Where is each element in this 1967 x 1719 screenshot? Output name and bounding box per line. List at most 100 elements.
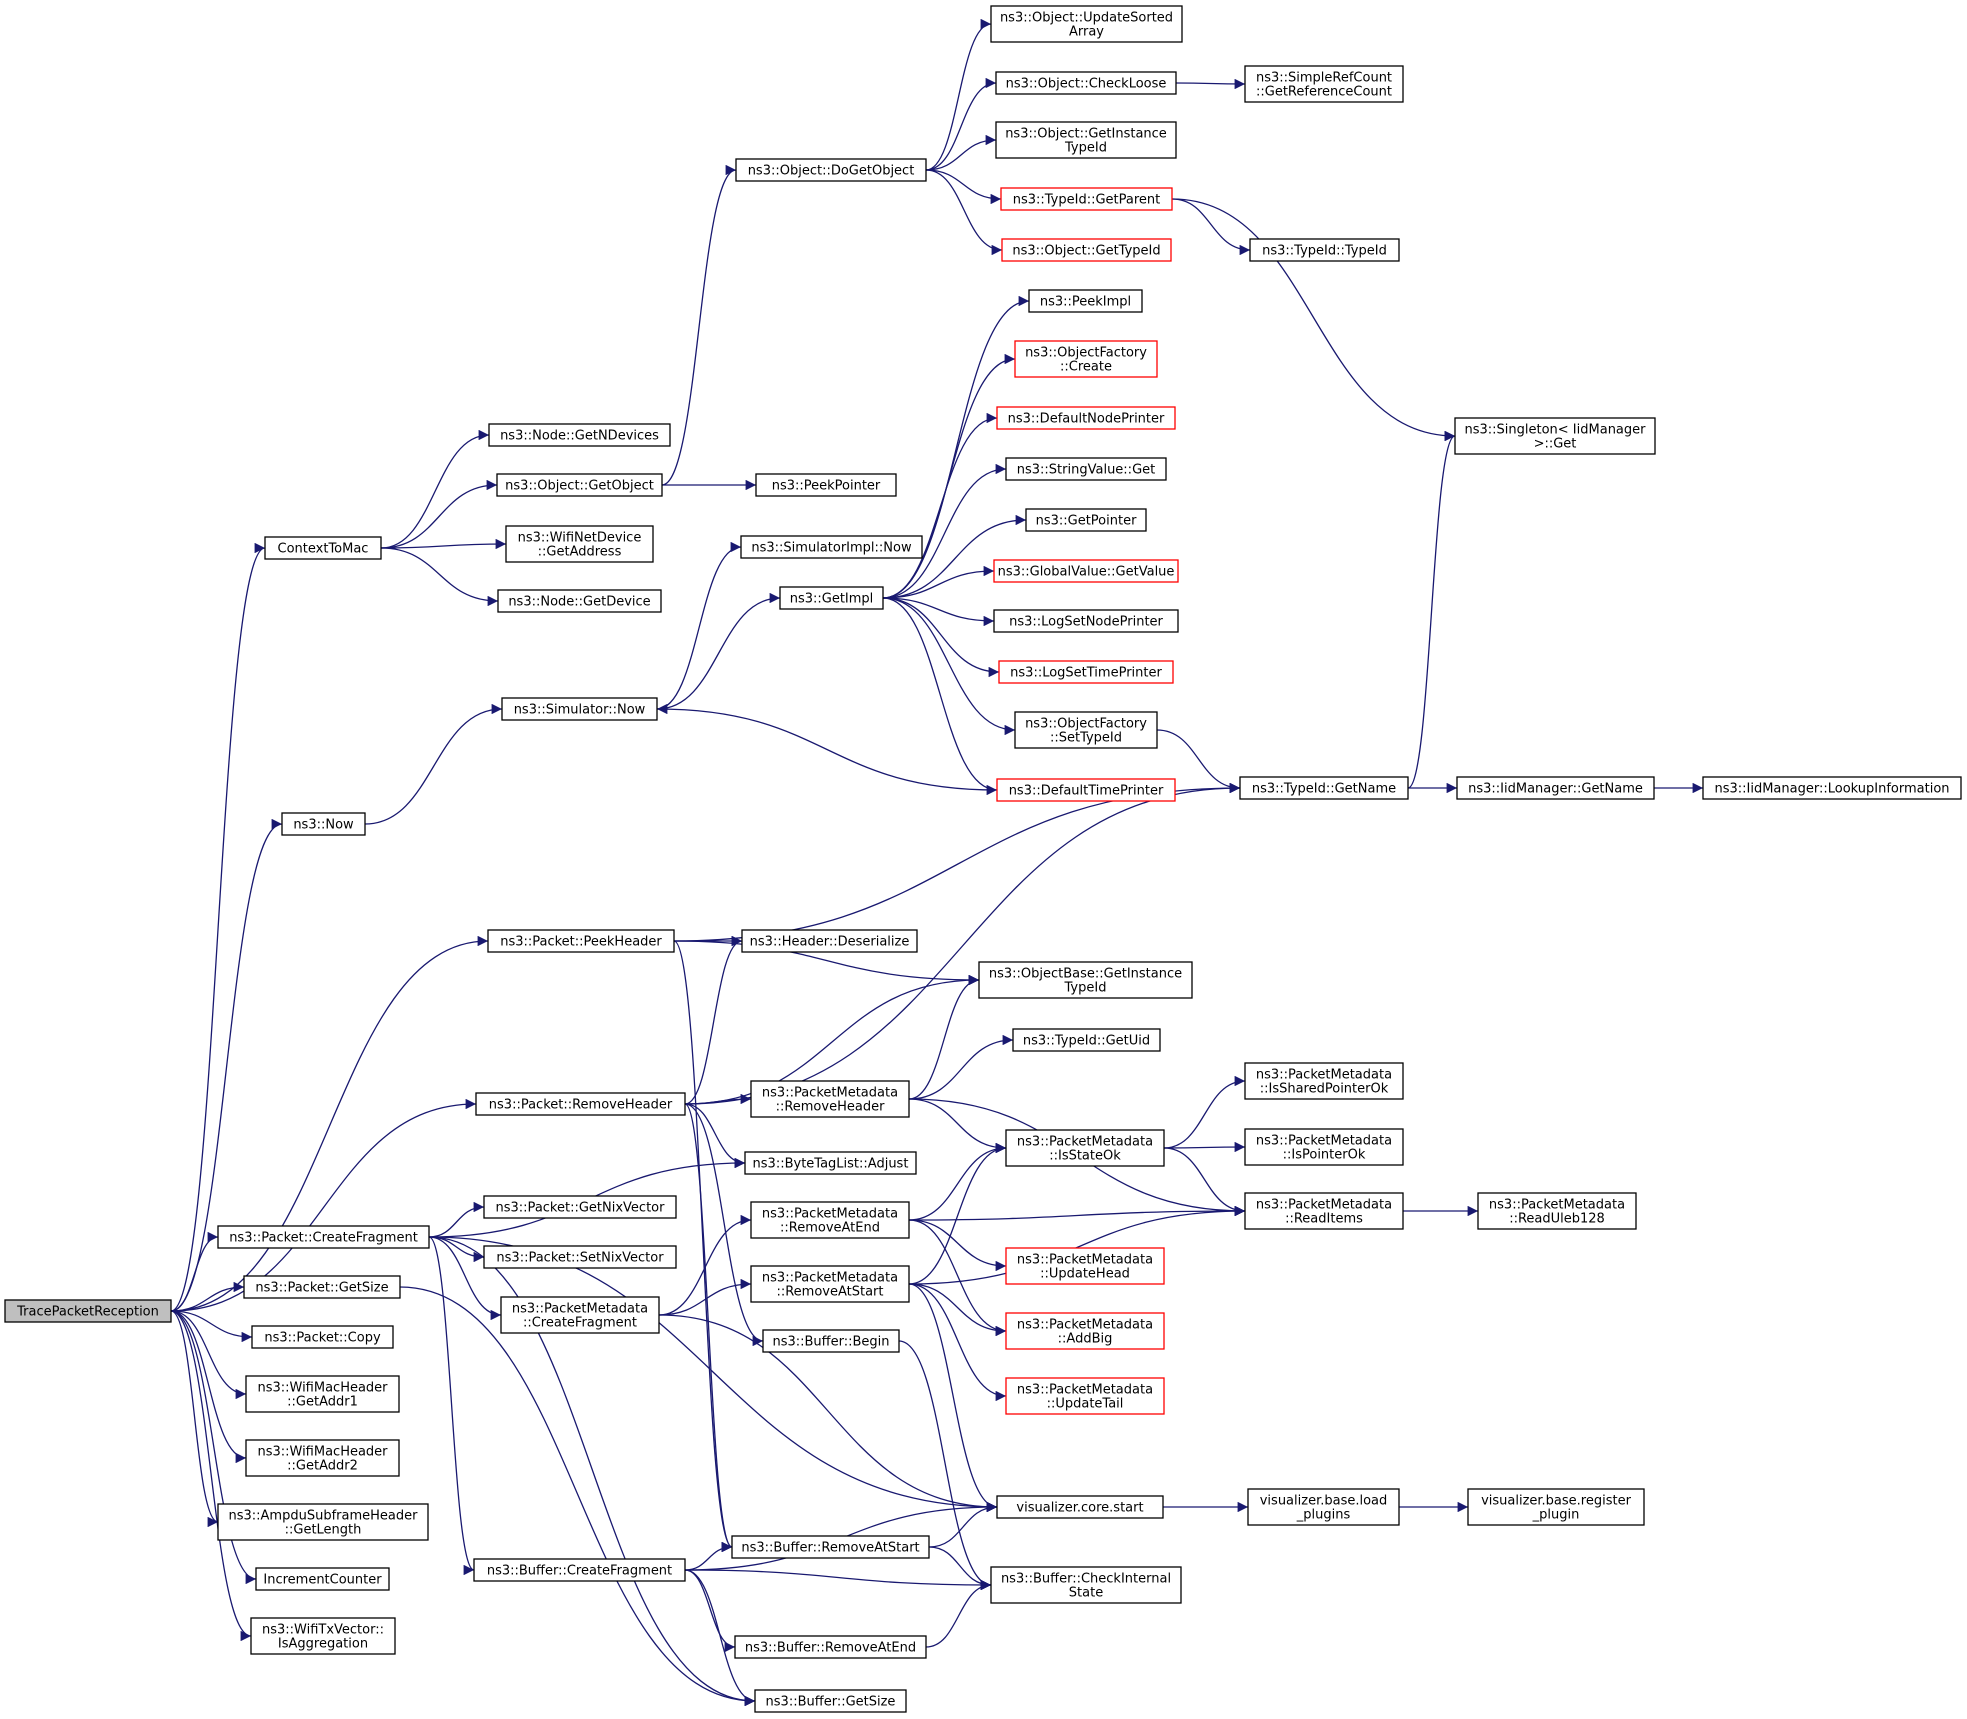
function-node-wifiaddr[interactable]: ns3::WifiNetDevice::GetAddress xyxy=(505,525,654,563)
call-edge-root-to-inccounter xyxy=(170,1310,257,1585)
function-node-ampdu[interactable]: ns3::AmpduSubframeHeader::GetLength xyxy=(217,1503,429,1541)
function-node-strvalget[interactable]: ns3::StringValue::Get xyxy=(1005,457,1167,481)
function-node-label: ns3::PacketMetadata xyxy=(762,1207,898,1222)
function-node-pmreaduleb[interactable]: ns3::PacketMetadata::ReadUleb128 xyxy=(1477,1192,1637,1230)
function-node-objfcreate[interactable]: ns3::ObjectFactory::Create xyxy=(1014,340,1158,378)
call-edge-getimpl-to-strvalget xyxy=(882,463,1007,599)
call-edge-dogetobject-to-getparent xyxy=(925,169,1002,205)
function-node-box xyxy=(501,697,658,721)
function-node-label: ns3::AmpduSubframeHeader xyxy=(229,1509,419,1524)
function-node-pmisstateok[interactable]: ns3::PacketMetadata::IsStateOk xyxy=(1005,1129,1165,1167)
function-node-pmupdtail[interactable]: ns3::PacketMetadata::UpdateTail xyxy=(1005,1377,1165,1415)
function-node-inccounter[interactable]: IncrementCounter xyxy=(255,1567,390,1591)
function-node-label: ns3::TypeId::TypeId xyxy=(1262,244,1387,259)
function-node-hdrdeser[interactable]: ns3::Header::Deserialize xyxy=(741,929,918,953)
call-edge-pmcreatefrag-to-pmremovestart xyxy=(658,1278,752,1316)
function-node-box xyxy=(1014,711,1158,749)
call-edge-root-to-addr2 xyxy=(170,1310,247,1464)
function-node-defnodeprinter[interactable]: ns3::DefaultNodePrinter xyxy=(996,406,1176,430)
function-node-simimplnow[interactable]: ns3::SimulatorImpl::Now xyxy=(740,535,923,559)
function-node-root[interactable]: TracePacketReception xyxy=(4,1299,172,1323)
function-node-box xyxy=(1477,1192,1637,1230)
function-node-logsettime[interactable]: ns3::LogSetTimePrinter xyxy=(998,660,1174,684)
function-node-dogetobject[interactable]: ns3::Object::DoGetObject xyxy=(735,158,927,182)
function-node-label: ns3::PacketMetadata xyxy=(1256,1198,1392,1213)
function-node-pmremovestart[interactable]: ns3::PacketMetadata::RemoveAtStart xyxy=(750,1265,910,1303)
function-node-addr1[interactable]: ns3::WifiMacHeader::GetAddr1 xyxy=(245,1375,400,1413)
function-node-bytetag[interactable]: ns3::ByteTagList::Adjust xyxy=(744,1151,917,1175)
function-node-getnix[interactable]: ns3::Packet::GetNixVector xyxy=(483,1195,677,1219)
call-edge-createfrag-to-pmcreatefrag xyxy=(428,1236,502,1321)
function-node-label: ns3::Object::GetTypeId xyxy=(1012,244,1160,259)
call-edge-root-to-ctxmac xyxy=(170,542,266,1312)
function-node-getpointer[interactable]: ns3::GetPointer xyxy=(1025,508,1147,532)
function-node-getndev[interactable]: ns3::Node::GetNDevices xyxy=(488,423,671,447)
function-node-copy[interactable]: ns3::Packet::Copy xyxy=(251,1325,394,1349)
call-edge-getimpl-to-deftimeprinter xyxy=(882,597,998,796)
function-node-typeidtypeid[interactable]: ns3::TypeId::TypeId xyxy=(1249,238,1400,262)
function-node-pmremoveend[interactable]: ns3::PacketMetadata::RemoveAtEnd xyxy=(750,1201,910,1239)
function-node-label: ns3::Packet::Copy xyxy=(264,1331,381,1346)
function-node-box xyxy=(741,929,918,953)
function-node-removeheader[interactable]: ns3::Packet::RemoveHeader xyxy=(475,1092,686,1116)
function-node-pmremovehdr[interactable]: ns3::PacketMetadata::RemoveHeader xyxy=(750,1080,910,1118)
function-node-label: ns3::IidManager::GetName xyxy=(1468,782,1643,797)
function-node-gvgetvalue[interactable]: ns3::GlobalValue::GetValue xyxy=(993,559,1179,583)
function-node-box xyxy=(1244,1192,1404,1230)
function-node-viscorestart[interactable]: visualizer.core.start xyxy=(996,1495,1164,1519)
function-node-singleton[interactable]: ns3::Singleton< IidManager >::Get xyxy=(1454,417,1656,455)
function-node-now[interactable]: ns3::Now xyxy=(281,812,366,836)
function-node-bufgetsize[interactable]: ns3::Buffer::GetSize xyxy=(754,1689,907,1713)
function-node-pmreaditems[interactable]: ns3::PacketMetadata::ReadItems xyxy=(1244,1192,1404,1230)
function-node-typeidgetuid[interactable]: ns3::TypeId::GetUid xyxy=(1012,1028,1161,1052)
function-node-gettypeid[interactable]: ns3::Object::GetTypeId xyxy=(1001,238,1172,262)
function-node-iidlookup[interactable]: ns3::IidManager::LookupInformation xyxy=(1702,776,1962,800)
call-edge-pmremoveend-to-pmisstateok xyxy=(908,1142,1007,1221)
function-node-pmisptr[interactable]: ns3::PacketMetadata::IsPointerOk xyxy=(1244,1128,1404,1166)
function-node-setnix[interactable]: ns3::Packet::SetNixVector xyxy=(483,1245,677,1269)
function-node-bufbegin[interactable]: ns3::Buffer::Begin xyxy=(762,1329,900,1353)
function-node-box xyxy=(995,71,1177,95)
function-node-getimpl[interactable]: ns3::GetImpl xyxy=(779,586,884,610)
function-node-isagg[interactable]: ns3::WifiTxVector::IsAggregation xyxy=(250,1617,396,1655)
function-node-simplerefcount[interactable]: ns3::SimpleRefCount::GetReferenceCount xyxy=(1244,65,1404,103)
function-node-pmsharedptr[interactable]: ns3::PacketMetadata::IsSharedPointerOk xyxy=(1244,1062,1404,1100)
function-node-visregplugin[interactable]: visualizer.base.register_plugin xyxy=(1467,1488,1645,1526)
function-node-label: ns3::Object::GetInstance xyxy=(1005,127,1167,142)
function-node-peekheader[interactable]: ns3::Packet::PeekHeader xyxy=(487,929,675,953)
function-node-ctxmac[interactable]: ContextToMac xyxy=(264,536,382,560)
function-node-bufremoveend[interactable]: ns3::Buffer::RemoveAtEnd xyxy=(734,1635,927,1659)
function-node-box xyxy=(1001,238,1172,262)
function-node-checkloose[interactable]: ns3::Object::CheckLoose xyxy=(995,71,1177,95)
call-edge-removeheader-to-bufremovestart xyxy=(684,1103,733,1553)
function-node-visloadplugins[interactable]: visualizer.base.load_plugins xyxy=(1247,1488,1400,1526)
function-node-simnow[interactable]: ns3::Simulator::Now xyxy=(501,697,658,721)
function-node-getobject[interactable]: ns3::Object::GetObject xyxy=(496,473,663,497)
function-node-box xyxy=(1014,340,1158,378)
function-node-peekpointer[interactable]: ns3::PeekPointer xyxy=(755,473,897,497)
function-node-getparent[interactable]: ns3::TypeId::GetParent xyxy=(1000,187,1173,211)
function-node-bufremovestart[interactable]: ns3::Buffer::RemoveAtStart xyxy=(731,1535,930,1559)
function-node-bufcreatefrag[interactable]: ns3::Buffer::CreateFragment xyxy=(473,1558,686,1582)
function-node-typeidgetname[interactable]: ns3::TypeId::GetName xyxy=(1239,776,1409,800)
function-node-box xyxy=(779,586,884,610)
function-node-logsetnode[interactable]: ns3::LogSetNodePrinter xyxy=(993,609,1179,633)
function-node-iidgetname[interactable]: ns3::IidManager::GetName xyxy=(1456,776,1655,800)
function-node-deftimeprinter[interactable]: ns3::DefaultTimePrinter xyxy=(996,778,1176,802)
function-node-peekimpl[interactable]: ns3::PeekImpl xyxy=(1028,289,1143,313)
function-node-pmcreatefrag[interactable]: ns3::PacketMetadata::CreateFragment xyxy=(500,1296,660,1334)
function-node-getsize[interactable]: ns3::Packet::GetSize xyxy=(243,1275,401,1299)
function-node-addr2[interactable]: ns3::WifiMacHeader::GetAddr2 xyxy=(245,1439,400,1477)
call-edge-pmisstateok-to-pmisptr xyxy=(1163,1141,1246,1153)
function-node-label: ns3::SimpleRefCount xyxy=(1256,71,1392,86)
function-node-createfrag[interactable]: ns3::Packet::CreateFragment xyxy=(217,1225,430,1249)
function-node-pmaddbig[interactable]: ns3::PacketMetadata::AddBig xyxy=(1005,1312,1165,1350)
function-node-getdevice[interactable]: ns3::Node::GetDevice xyxy=(497,589,662,613)
function-node-pmupdhead[interactable]: ns3::PacketMetadata::UpdateHead xyxy=(1005,1247,1165,1285)
function-node-objfsettypeid[interactable]: ns3::ObjectFactory::SetTypeId xyxy=(1014,711,1158,749)
function-node-label: ns3::LogSetNodePrinter xyxy=(1009,615,1163,630)
